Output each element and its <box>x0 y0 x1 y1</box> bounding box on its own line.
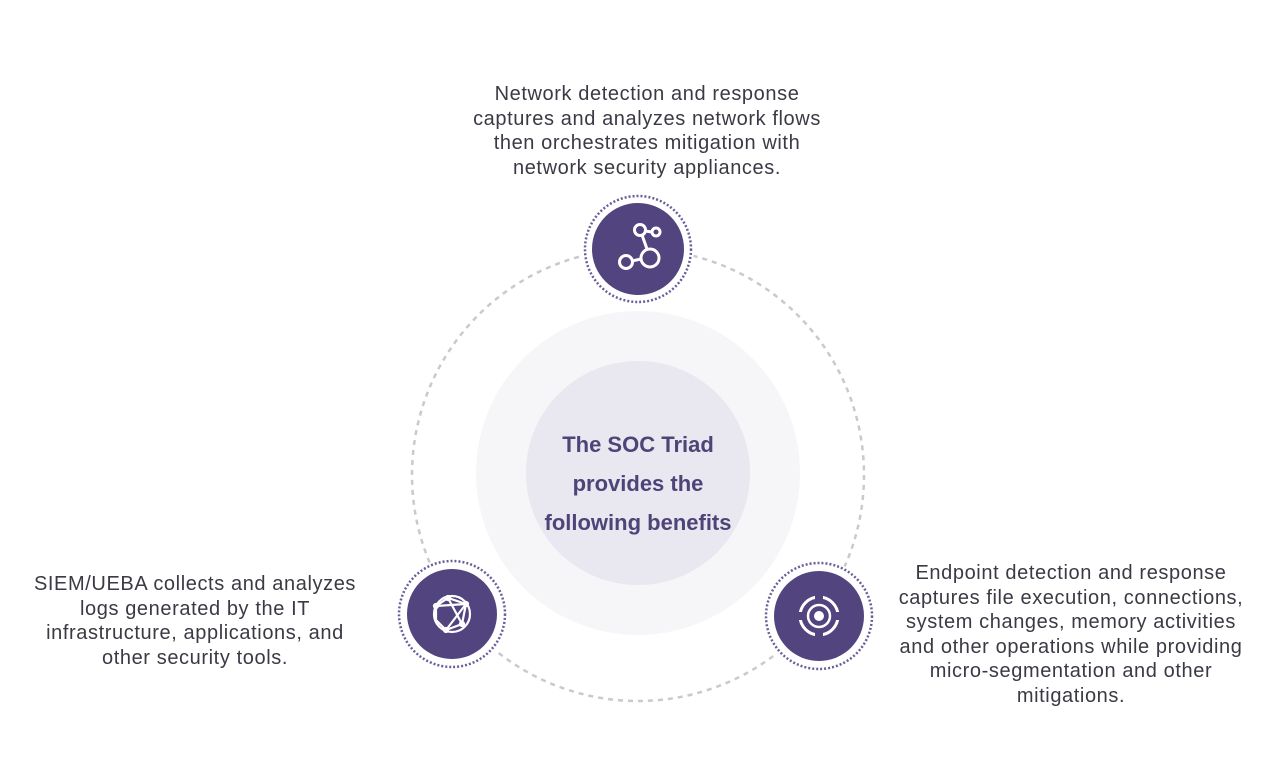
edr-description: Endpoint detection and response captures… <box>898 562 1244 707</box>
center-title: The SOC Triad provides the following ben… <box>544 432 732 535</box>
globe-network-icon <box>432 594 472 634</box>
ndr-node <box>582 193 694 305</box>
network-nodes-icon <box>618 223 662 270</box>
siem-description: SIEM/UEBA collects and analyzes logs gen… <box>33 573 357 669</box>
edr-node <box>763 560 875 672</box>
siem-node <box>396 558 508 670</box>
target-crosshair-icon <box>796 593 842 639</box>
ndr-description: Network detection and response captures … <box>473 83 821 179</box>
inner-disc <box>526 361 750 585</box>
